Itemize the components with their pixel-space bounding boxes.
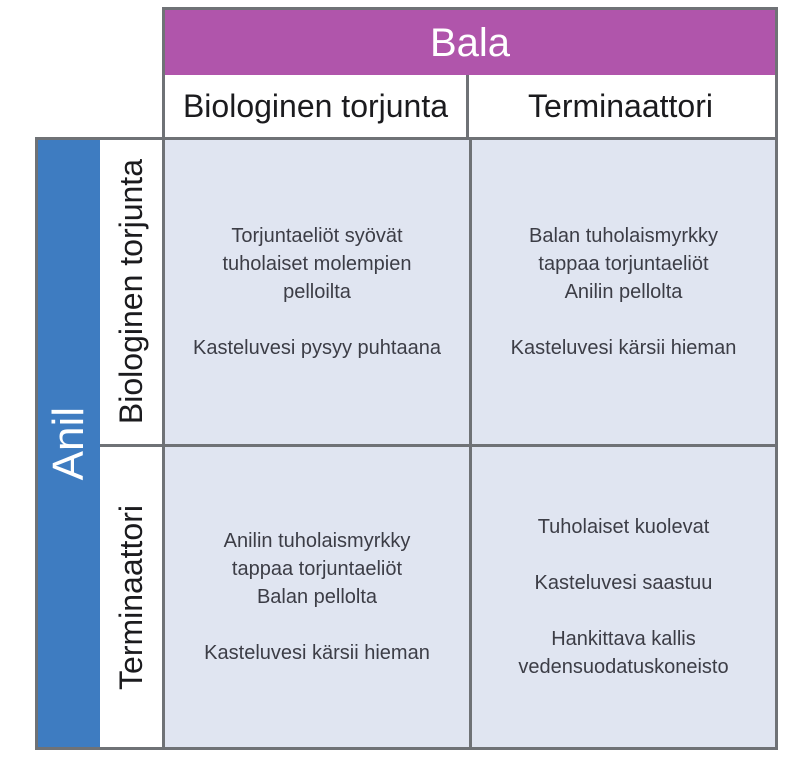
cell-paragraph: Hankittava kallis vedensuodatuskoneisto	[518, 625, 728, 681]
cell-paragraph: Tuholaiset kuolevat	[538, 513, 710, 541]
cell-text-line: Kasteluvesi saastuu	[534, 572, 713, 594]
column-header-terminaattori: Terminaattori	[469, 75, 772, 137]
cell-paragraph: Anilin tuholaismyrkky tappaa torjuntaeli…	[224, 527, 411, 611]
cell-text-line: Kasteluvesi pysyy puhtaana	[193, 337, 441, 359]
row-header-label: Biologinen torjunta	[113, 159, 149, 425]
cell-text-line: tuholaiset molempien	[222, 253, 412, 275]
matrix-body: Anil Biologinen torjunta Torjuntaeliöt s…	[35, 137, 778, 750]
cell-text-line: vedensuodatuskoneisto	[518, 656, 729, 678]
row-player-band: Anil	[38, 140, 100, 747]
cell-text-line: Balan tuholaismyrkky	[529, 225, 718, 247]
cell-paragraph: Torjuntaeliöt syövät tuholaiset molempie…	[223, 222, 412, 306]
column-header-block: Bala Biologinen torjunta Terminaattori	[162, 7, 778, 137]
column-header-label: Biologinen torjunta	[182, 88, 449, 124]
column-header-label: Terminaattori	[528, 88, 713, 124]
cell-bottom-right: Tuholaiset kuolevat Kasteluvesi saastuu …	[472, 447, 775, 747]
row-header-label: Terminaattori	[113, 504, 149, 690]
column-header-biologinen-torjunta: Biologinen torjunta	[165, 75, 469, 137]
cell-text-line: Anilin tuholaismyrkky	[223, 530, 411, 552]
cell-text-line: tappaa torjuntaeliöt	[538, 253, 709, 275]
cell-text-line: Hankittava kallis	[551, 628, 696, 650]
cell-text-line: Anilin pellolta	[564, 281, 683, 303]
cell-text-line: Kasteluvesi kärsii hieman	[510, 337, 737, 359]
cell-paragraph: Balan tuholaismyrkky tappaa torjuntaeliö…	[529, 222, 718, 306]
cell-paragraph: Kasteluvesi saastuu	[535, 569, 713, 597]
cell-paragraph: Kasteluvesi kärsii hieman	[511, 334, 737, 362]
cell-text-line: Balan pellolta	[256, 586, 378, 608]
cell-text-line: Torjuntaeliöt syövät	[231, 225, 403, 247]
column-headers-row: Biologinen torjunta Terminaattori	[162, 75, 778, 137]
row-player-name: Anil	[44, 406, 93, 481]
column-player-name: Bala	[429, 20, 511, 65]
cell-top-right: Balan tuholaismyrkky tappaa torjuntaeliö…	[472, 140, 775, 444]
matrix-grid: Biologinen torjunta Torjuntaeliöt syövät…	[100, 140, 775, 747]
cell-paragraph: Kasteluvesi kärsii hieman	[204, 639, 430, 667]
cell-top-left: Torjuntaeliöt syövät tuholaiset molempie…	[165, 140, 469, 444]
cell-text-line: Tuholaiset kuolevat	[537, 516, 710, 538]
cell-text-line: Kasteluvesi kärsii hieman	[204, 642, 430, 664]
row-header-biologinen-torjunta: Biologinen torjunta	[100, 140, 162, 444]
cell-text-line: pelloilta	[283, 281, 351, 303]
cell-text-line: tappaa torjuntaeliöt	[231, 558, 403, 580]
cell-paragraph: Kasteluvesi pysyy puhtaana	[193, 334, 441, 362]
cell-bottom-left: Anilin tuholaismyrkky tappaa torjuntaeli…	[165, 447, 469, 747]
column-player-band: Bala	[162, 7, 778, 75]
row-header-terminaattori: Terminaattori	[100, 447, 162, 747]
